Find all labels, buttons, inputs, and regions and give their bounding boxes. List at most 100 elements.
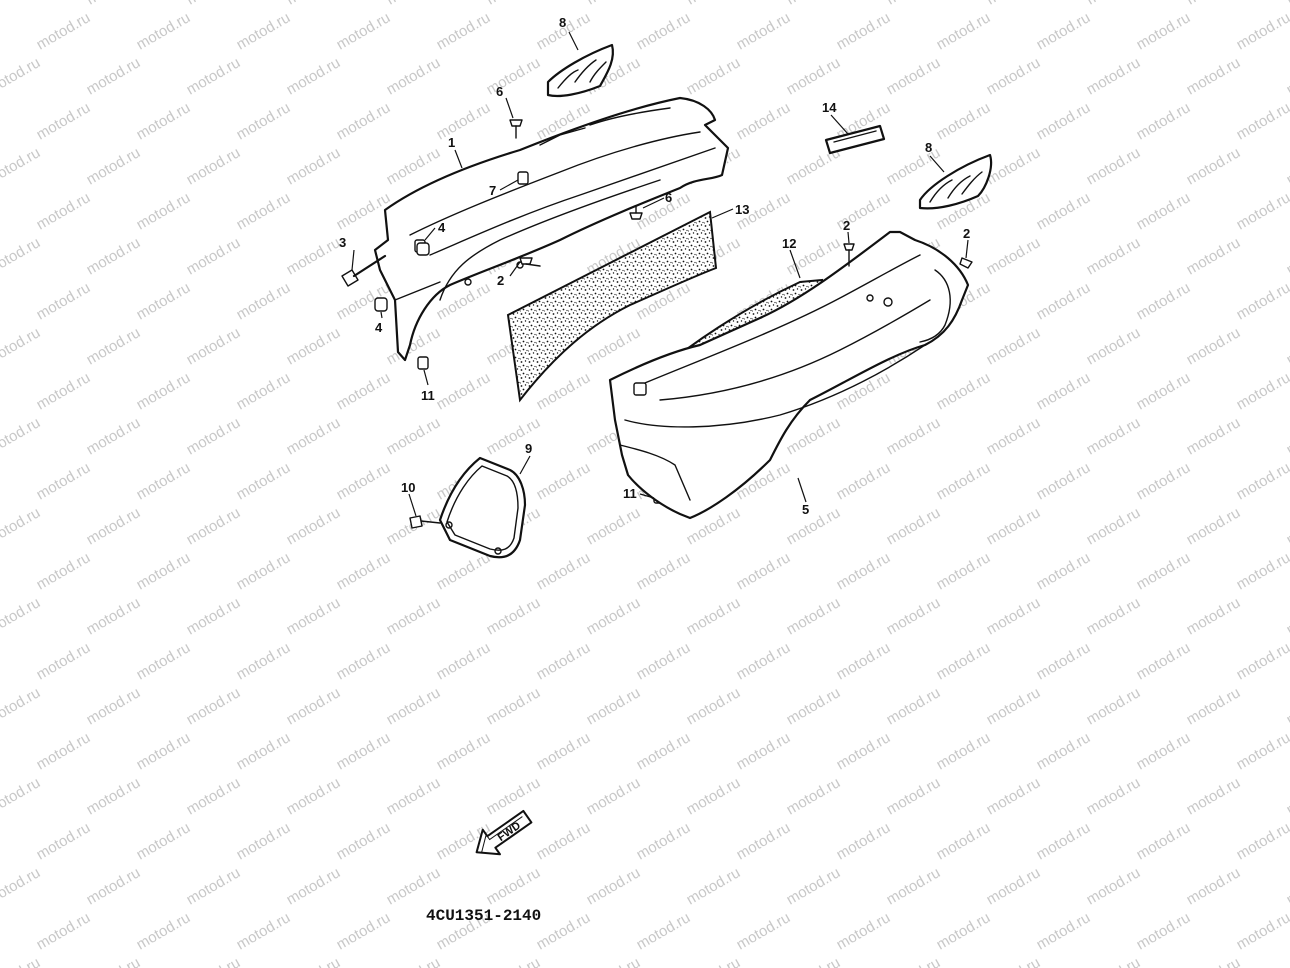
watermark-text: motod.ru xyxy=(134,909,194,953)
watermark-text: motod.ru xyxy=(534,909,594,953)
watermark-text: motod.ru xyxy=(934,9,994,53)
watermark-text: motod.ru xyxy=(1284,414,1290,458)
callout-8: 8 xyxy=(559,15,566,30)
callout-3: 3 xyxy=(339,235,346,250)
watermark-text: motod.ru xyxy=(484,954,544,968)
watermark-text: motod.ru xyxy=(334,909,394,953)
watermark-text: motod.ru xyxy=(1134,279,1194,323)
watermark-text: motod.ru xyxy=(34,459,94,503)
watermark-text: motod.ru xyxy=(334,639,394,683)
watermark-text: motod.ru xyxy=(1084,0,1144,8)
watermark-text: motod.ru xyxy=(34,549,94,593)
watermark-text: motod.ru xyxy=(134,9,194,53)
watermark-text: motod.ru xyxy=(0,594,43,638)
watermark-text: motod.ru xyxy=(184,864,244,908)
watermark-text: motod.ru xyxy=(134,639,194,683)
watermark-text: motod.ru xyxy=(1134,459,1194,503)
watermark-text: motod.ru xyxy=(984,684,1044,728)
watermark-text: motod.ru xyxy=(84,234,144,278)
watermark-text: motod.ru xyxy=(584,954,644,968)
watermark-text: motod.ru xyxy=(1284,144,1290,188)
watermark-text: motod.ru xyxy=(734,549,794,593)
watermark-text: motod.ru xyxy=(84,144,144,188)
watermark-text: motod.ru xyxy=(1184,54,1244,98)
watermark-text: motod.ru xyxy=(1084,504,1144,548)
watermark-text: motod.ru xyxy=(334,369,394,413)
watermark-text: motod.ru xyxy=(1034,549,1094,593)
watermark-text: motod.ru xyxy=(1084,234,1144,278)
callout-11: 11 xyxy=(421,388,435,403)
watermark-text: motod.ru xyxy=(34,9,94,53)
watermark-text: motod.ru xyxy=(434,639,494,683)
watermark-text: motod.ru xyxy=(684,0,744,8)
watermark-text: motod.ru xyxy=(484,864,544,908)
watermark-text: motod.ru xyxy=(334,99,394,143)
watermark-text: motod.ru xyxy=(234,369,294,413)
watermark-text: motod.ru xyxy=(1084,324,1144,368)
watermark-text: motod.ru xyxy=(1134,549,1194,593)
watermark-text: motod.ru xyxy=(834,459,894,503)
watermark-text: motod.ru xyxy=(384,54,444,98)
callout-6: 6 xyxy=(496,84,503,99)
watermark-text: motod.ru xyxy=(84,774,144,818)
watermark-text: motod.ru xyxy=(234,279,294,323)
watermark-text: motod.ru xyxy=(584,324,644,368)
watermark-text: motod.ru xyxy=(234,459,294,503)
watermark-text: motod.ru xyxy=(1034,279,1094,323)
watermark-text: motod.ru xyxy=(1284,774,1290,818)
watermark-text: motod.ru xyxy=(0,504,43,548)
watermark-text: motod.ru xyxy=(934,549,994,593)
watermark-text: motod.ru xyxy=(834,639,894,683)
watermark-text: motod.ru xyxy=(834,729,894,773)
watermark-text: motod.ru xyxy=(784,954,844,968)
watermark-text: motod.ru xyxy=(1284,594,1290,638)
watermark-text: motod.ru xyxy=(1284,864,1290,908)
watermark-text: motod.ru xyxy=(534,549,594,593)
callout-10: 10 xyxy=(401,480,415,495)
part-grommet-4a xyxy=(416,242,430,256)
part-bolt-3 xyxy=(341,254,387,287)
watermark-text: motod.ru xyxy=(1234,459,1290,503)
watermark-text: motod.ru xyxy=(0,0,43,8)
watermark-text: motod.ru xyxy=(234,99,294,143)
watermark-text: motod.ru xyxy=(234,189,294,233)
watermark-text: motod.ru xyxy=(134,369,194,413)
watermark-text: motod.ru xyxy=(34,369,94,413)
watermark-text: motod.ru xyxy=(1184,414,1244,458)
watermark-text: motod.ru xyxy=(184,954,244,968)
watermark-text: motod.ru xyxy=(684,594,744,638)
watermark-text: motod.ru xyxy=(284,774,344,818)
document-code: 4CU1351-2140 xyxy=(426,907,542,925)
watermark-text: motod.ru xyxy=(1234,639,1290,683)
watermark-text: motod.ru xyxy=(284,54,344,98)
watermark-text: motod.ru xyxy=(784,594,844,638)
watermark-text: motod.ru xyxy=(1184,324,1244,368)
watermark-text: motod.ru xyxy=(434,99,494,143)
watermark-text: motod.ru xyxy=(684,774,744,818)
watermark-text: motod.ru xyxy=(184,504,244,548)
watermark-text: motod.ru xyxy=(1234,279,1290,323)
watermark-text: motod.ru xyxy=(1184,864,1244,908)
callout-8: 8 xyxy=(925,140,932,155)
watermark-text: motod.ru xyxy=(1234,819,1290,863)
watermark-text: motod.ru xyxy=(934,729,994,773)
watermark-text: motod.ru xyxy=(884,774,944,818)
watermark-text: motod.ru xyxy=(984,54,1044,98)
watermark-text: motod.ru xyxy=(234,549,294,593)
callout-6: 6 xyxy=(665,190,672,205)
callout-2: 2 xyxy=(843,218,850,233)
watermark-text: motod.ru xyxy=(1184,954,1244,968)
watermark-text: motod.ru xyxy=(434,549,494,593)
watermark-text: motod.ru xyxy=(1134,639,1194,683)
watermark-text: motod.ru xyxy=(1034,459,1094,503)
watermark-text: motod.ru xyxy=(734,9,794,53)
watermark-text: motod.ru xyxy=(534,729,594,773)
watermark-text: motod.ru xyxy=(184,54,244,98)
watermark-text: motod.ru xyxy=(634,549,694,593)
watermark-text: motod.ru xyxy=(1234,99,1290,143)
watermark-text: motod.ru xyxy=(1134,369,1194,413)
watermark-text: motod.ru xyxy=(784,0,844,8)
watermark-text: motod.ru xyxy=(1084,414,1144,458)
watermark-text: motod.ru xyxy=(1034,99,1094,143)
watermark-text: motod.ru xyxy=(584,0,644,8)
